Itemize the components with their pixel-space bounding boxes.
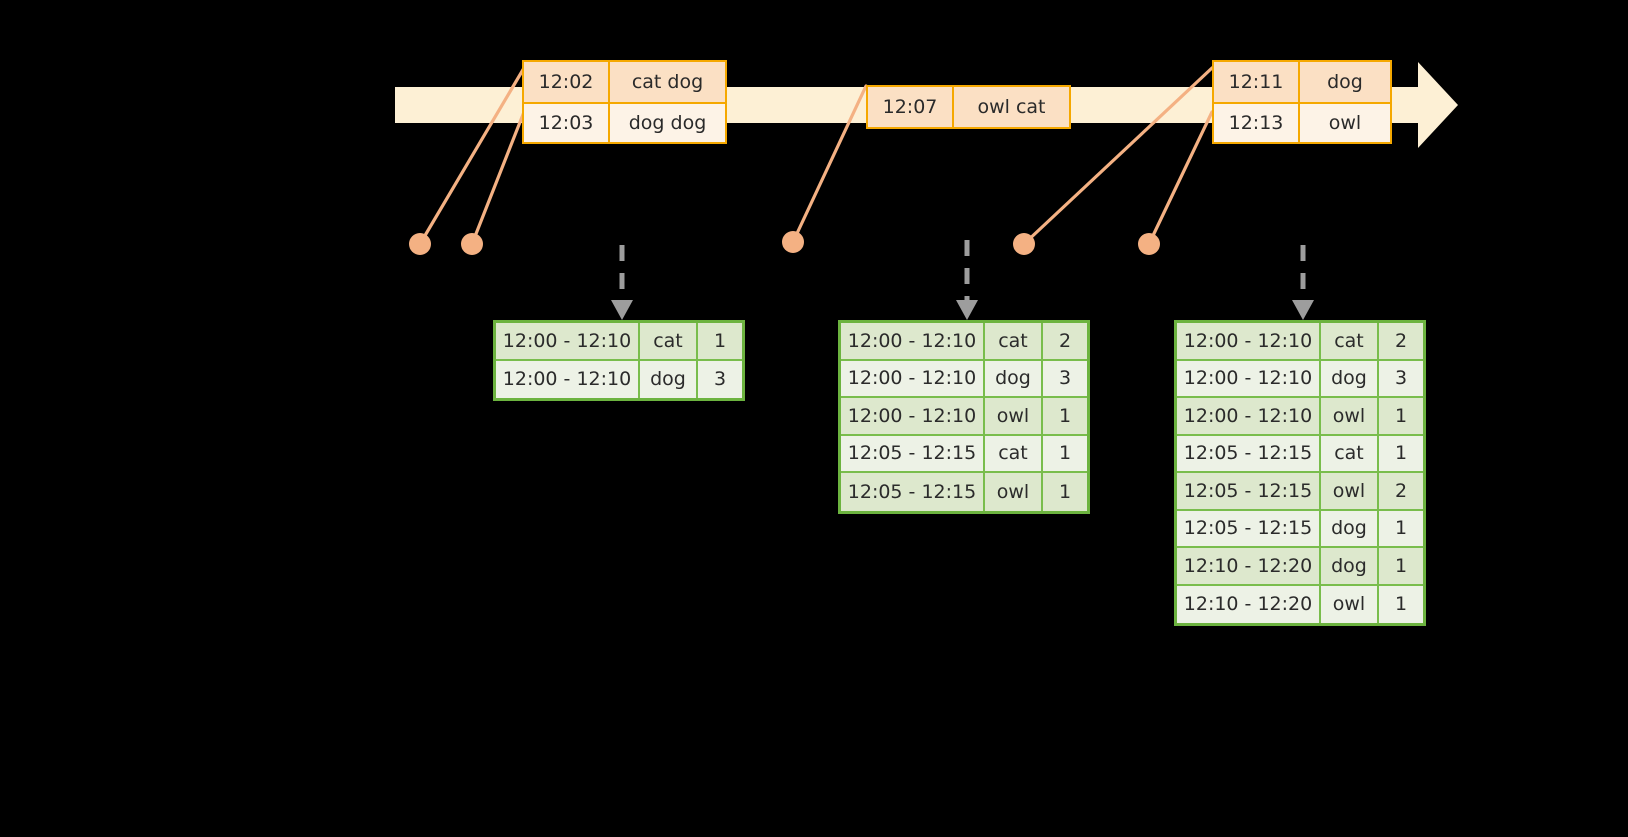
cell-word: owl — [985, 398, 1043, 436]
cell-window: 12:00 - 12:10 — [496, 360, 640, 398]
cell-count: 2 — [1379, 473, 1423, 511]
cell-count: 3 — [1379, 361, 1423, 398]
event-time: 12:13 — [1214, 104, 1300, 142]
cell-word: cat — [985, 323, 1043, 361]
cell-word: cat — [1321, 435, 1379, 473]
event-row: 12:02 cat dog — [524, 62, 725, 102]
cell-window: 12:05 - 12:15 — [1177, 435, 1321, 473]
event-row: 12:13 owl — [1214, 102, 1390, 142]
event-marker-3 — [782, 231, 804, 253]
connector-3 — [791, 84, 868, 244]
event-time: 12:07 — [868, 87, 954, 127]
emit-arrows — [611, 240, 1314, 320]
cell-window: 12:00 - 12:10 — [1177, 360, 1321, 398]
cell-window: 12:10 - 12:20 — [1177, 548, 1321, 586]
cell-count: 3 — [713, 368, 727, 391]
cell-window: 12:00 - 12:10 — [496, 323, 640, 361]
cell-word: cat — [1321, 323, 1379, 361]
event-words: cat dog — [631, 71, 704, 93]
cell-window: 12:05 - 12:15 — [1177, 510, 1321, 548]
cell-count: 1 — [1058, 480, 1072, 503]
event-words: dog — [1327, 71, 1363, 93]
cell-count: 1 — [1379, 511, 1423, 548]
connector-2 — [470, 110, 526, 246]
cell-count: 1 — [1043, 398, 1087, 436]
cell-word: dog — [1321, 360, 1379, 398]
cell-word: owl — [1321, 473, 1379, 511]
cell-count: 1 — [1379, 548, 1423, 586]
cell-word: dog — [640, 360, 698, 398]
cell-word: dog — [985, 360, 1043, 398]
emit-arrow-1 — [611, 245, 633, 320]
cell-word: dog — [1321, 510, 1379, 548]
connector-5 — [1147, 110, 1214, 246]
event-words: owl — [1328, 112, 1362, 134]
event-marker-2 — [461, 233, 483, 255]
emit-arrow-3 — [1292, 245, 1314, 320]
emit-arrow-2 — [956, 240, 978, 320]
cell-count: 1 — [1043, 436, 1087, 473]
cell-count: 2 — [1379, 323, 1423, 361]
event-group-3[interactable]: 12:11 dog 12:13 owl — [1212, 60, 1392, 144]
cell-count: 1 — [1379, 436, 1423, 473]
event-group-2[interactable]: 12:07 owl cat — [866, 85, 1071, 129]
event-row: 12:07 owl cat — [868, 87, 1069, 127]
cell-count: 1 — [698, 323, 742, 361]
event-words: dog dog — [628, 112, 707, 134]
cell-window: 12:00 - 12:10 — [841, 398, 985, 436]
cell-window: 12:00 - 12:10 — [841, 323, 985, 361]
cell-word: owl — [985, 473, 1043, 511]
event-marker-5 — [1138, 233, 1160, 255]
event-group-1[interactable]: 12:02 cat dog 12:03 dog dog — [522, 60, 727, 144]
event-words: owl cat — [977, 96, 1046, 118]
cell-window: 12:05 - 12:15 — [841, 473, 985, 511]
cell-word: owl — [1321, 585, 1379, 623]
event-marker-4 — [1013, 233, 1035, 255]
event-marker-1 — [409, 233, 431, 255]
cell-window: 12:05 - 12:15 — [1177, 473, 1321, 511]
cell-word: cat — [640, 323, 698, 361]
event-time: 12:02 — [524, 62, 610, 102]
cell-word: cat — [985, 435, 1043, 473]
cell-window: 12:00 - 12:10 — [1177, 398, 1321, 436]
cell-count: 2 — [1043, 323, 1087, 361]
cell-window: 12:00 - 12:10 — [1177, 323, 1321, 361]
event-time: 12:11 — [1214, 62, 1300, 102]
event-row: 12:03 dog dog — [524, 102, 725, 142]
event-time: 12:03 — [524, 104, 610, 142]
event-row: 12:11 dog — [1214, 62, 1390, 102]
cell-count: 1 — [1394, 593, 1408, 616]
cell-window: 12:10 - 12:20 — [1177, 585, 1321, 623]
cell-window: 12:05 - 12:15 — [841, 435, 985, 473]
cell-word: owl — [1321, 398, 1379, 436]
cell-window: 12:00 - 12:10 — [841, 360, 985, 398]
cell-word: dog — [1321, 548, 1379, 586]
connector-1 — [418, 66, 526, 246]
cell-count: 1 — [1379, 398, 1423, 436]
cell-count: 3 — [1043, 361, 1087, 398]
